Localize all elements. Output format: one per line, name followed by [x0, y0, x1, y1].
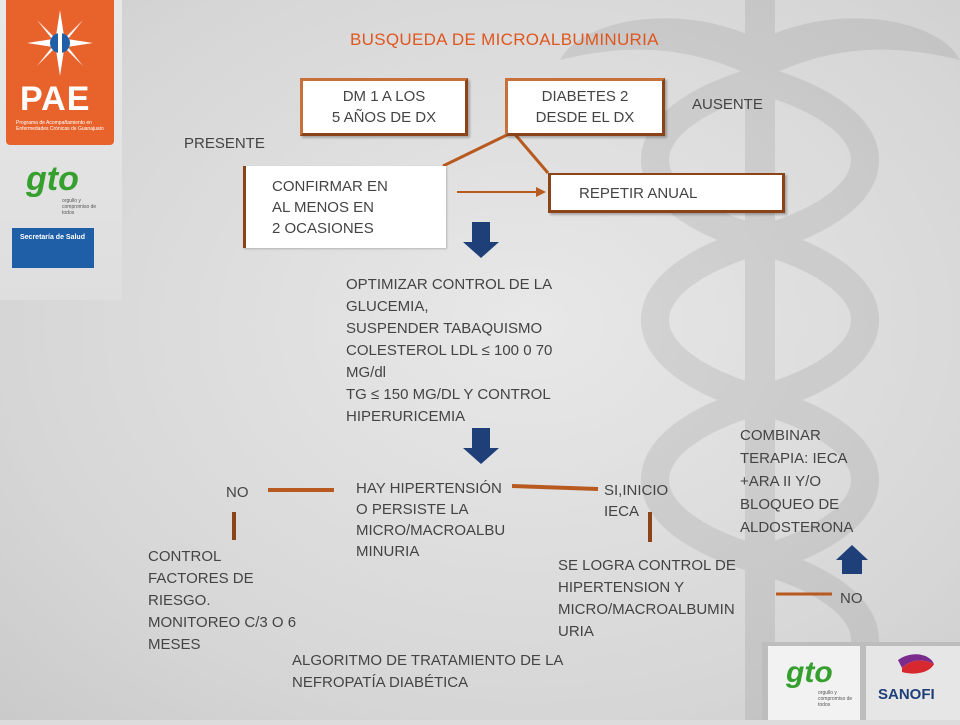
footer-caption: ALGORITMO DE TRATAMIENTO DE LA NEFROPATÍ… [292, 650, 563, 694]
hipertension-line: MINURIA [356, 543, 420, 560]
sanofi-logo: SANOFI [878, 686, 935, 703]
si-inicio-line: IECA [604, 503, 640, 520]
footer-caption-line: ALGORITMO DE TRATAMIENTO DE LA [292, 652, 564, 669]
arrowhead-icon [536, 187, 546, 197]
control-line: RIESGO. [148, 592, 211, 609]
footer-logos: gto orgullo y compromiso de todos SANOFI [762, 642, 960, 720]
combinar-line: TERAPIA: IECA [740, 450, 848, 467]
connector-hipertension-si [511, 484, 599, 491]
label-ausente: AUSENTE [692, 96, 763, 113]
combinar-line: ALDOSTERONA [740, 519, 854, 536]
connector-dm2-right [511, 131, 550, 174]
se-logra-line: HIPERTENSION Y [558, 579, 685, 596]
control-line: MESES [148, 636, 201, 653]
text-optimizar: OPTIMIZAR CONTROL DE LA GLUCEMIA, SUSPEN… [346, 274, 552, 428]
text-se-logra: SE LOGRA CONTROL DE HIPERTENSION Y MICRO… [558, 555, 736, 643]
pae-logo-text: PAE [20, 80, 91, 118]
footer-caption-line: NEFROPATÍA DIABÉTICA [292, 674, 469, 691]
se-logra-line: MICRO/MACROALBUMIN [558, 601, 735, 618]
connector-dm2-left [442, 130, 514, 168]
optimizar-line: COLESTEROL LDL ≤ 100 0 70 [346, 342, 553, 359]
se-logra-line: SE LOGRA CONTROL DE [558, 557, 736, 574]
secretaria-salud-badge: Secretaría de Salud [12, 228, 94, 268]
si-inicio-line: SI,INICIO [604, 482, 669, 499]
box-confirmar-line: CONFIRMAR EN [272, 178, 388, 195]
hipertension-line: HAY HIPERTENSIÓN [356, 480, 502, 497]
text-hipertension: HAY HIPERTENSIÓN O PERSISTE LA MICRO/MAC… [356, 478, 505, 562]
text-si-inicio: SI,INICIO IECA [604, 480, 668, 522]
box-dm1-line: 5 AÑOS DE DX [331, 109, 437, 126]
box-dm2-line: DESDE EL DX [535, 109, 635, 126]
box-dm1-line: DM 1 A LOS [342, 88, 426, 105]
page-title: BUSQUEDA DE MICROALBUMINURIA [350, 30, 659, 49]
gto-subtitle: orgullo y compromiso de todos [62, 198, 97, 216]
box-dm2-line: DIABETES 2 [541, 88, 629, 105]
footer-gto-logo: gto [786, 656, 833, 689]
box-confirmar: CONFIRMAR EN AL MENOS EN 2 OCASIONES [243, 166, 446, 248]
optimizar-line: TG ≤ 150 MG/DL Y CONTROL [346, 386, 551, 403]
control-line: MONITOREO C/3 O 6 [148, 614, 297, 631]
se-logra-line: URIA [558, 623, 594, 640]
sidebar: PAE Programa de Acompañamiento en Enferm… [0, 0, 122, 300]
label-no-left: NO [226, 484, 249, 501]
optimizar-line: OPTIMIZAR CONTROL DE LA [346, 276, 553, 293]
control-line: CONTROL [148, 548, 222, 565]
combinar-line: BLOQUEO DE [740, 496, 840, 513]
hipertension-line: MICRO/MACROALBU [356, 522, 506, 539]
star-emblem-icon [27, 10, 93, 76]
box-confirmar-line: AL MENOS EN [272, 199, 374, 216]
optimizar-line: GLUCEMIA, [346, 298, 429, 315]
pae-logo-panel: PAE Programa de Acompañamiento en Enferm… [6, 0, 114, 145]
gto-logo: gto [26, 160, 79, 198]
box-dm1: DM 1 A LOS 5 AÑOS DE DX [300, 78, 468, 136]
box-dm2: DIABETES 2 DESDE EL DX [505, 78, 665, 136]
down-arrow-icon [463, 428, 499, 464]
text-control: CONTROL FACTORES DE RIESGO. MONITOREO C/… [148, 546, 296, 656]
up-arrow-icon [836, 545, 868, 574]
text-combinar: COMBINAR TERAPIA: IECA +ARA II Y/O BLOQU… [740, 424, 853, 539]
combinar-line: +ARA II Y/O [740, 473, 822, 490]
optimizar-line: SUSPENDER TABAQUISMO [346, 320, 543, 337]
box-repetir: REPETIR ANUAL [548, 173, 785, 213]
label-no-right: NO [840, 590, 863, 607]
optimizar-line: HIPERURICEMIA [346, 408, 466, 425]
control-line: FACTORES DE [148, 570, 254, 587]
pae-subtitle: Programa de Acompañamiento en Enfermedad… [16, 120, 104, 132]
footer-logo-panel [762, 642, 960, 720]
label-presente: PRESENTE [184, 135, 265, 152]
box-repetir-text: REPETIR ANUAL [579, 185, 698, 202]
hipertension-line: O PERSISTE LA [356, 501, 469, 518]
combinar-line: COMBINAR [740, 427, 821, 444]
box-confirmar-line: 2 OCASIONES [272, 220, 374, 237]
down-arrow-icon [463, 222, 499, 258]
optimizar-line: MG/dl [346, 364, 387, 381]
footer-gto-subtitle: orgullo y compromiso de todos [818, 690, 853, 708]
